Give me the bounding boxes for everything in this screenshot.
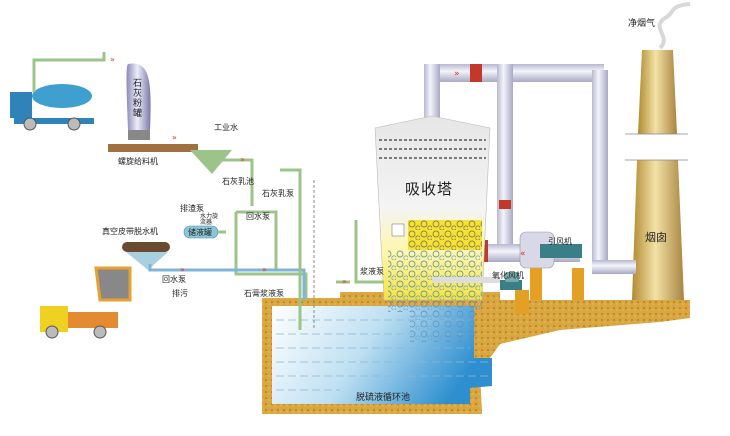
label-industrial-water: 工业水 — [214, 123, 238, 132]
label-absorber: 吸收塔 — [405, 180, 454, 198]
svg-text:«: « — [520, 249, 526, 259]
svg-text:»: » — [454, 69, 460, 79]
svg-text:»: » — [110, 55, 115, 64]
label-circulation-pool: 脱硫液循环池 — [356, 393, 411, 403]
slurry-pipes — [32, 52, 500, 330]
label-screw-feeder: 螺旋给料机 — [118, 157, 158, 166]
label-chimney: 烟囱 — [645, 231, 667, 244]
label-return-water-pump-1: 回水泵 — [246, 212, 270, 221]
label-vacuum-belt-filter: 真空皮带脱水机 — [102, 227, 158, 236]
dump-truck — [40, 266, 132, 339]
svg-text:»: » — [342, 277, 347, 286]
absorber-tower — [374, 115, 491, 342]
lime-milk-tank — [190, 150, 232, 174]
label-filtrate-tank: 储液罐 — [188, 228, 212, 237]
label-slurry-pump: 浆液泵 — [360, 267, 384, 276]
label-slag-pump: 排渣泵 — [180, 204, 204, 213]
label-lime-powder-silo: 石灰粉罐 — [131, 78, 141, 118]
label-induced-draft-fan: 引风机 — [548, 237, 572, 246]
label-clean-flue-gas: 净烟气 — [628, 19, 656, 29]
svg-text:»: » — [262, 265, 267, 274]
svg-text:»: » — [172, 133, 177, 142]
svg-text:»: » — [180, 265, 185, 274]
chimney — [625, 2, 691, 300]
flow-arrows: » » » » » » » « — [110, 55, 526, 286]
induced-draft-fan — [519, 231, 584, 300]
label-hydrocyclone: 水力旋流器 — [200, 213, 219, 226]
lime-powder-silo — [108, 63, 198, 152]
label-lime-milk-tank: 石灰乳池 — [222, 177, 254, 186]
svg-text:»: » — [240, 155, 245, 164]
label-sewage: 排污 — [172, 289, 188, 298]
label-oxidation-blower: 氧化风机 — [492, 271, 524, 280]
label-return-water-pump-2: 回水泵 — [162, 275, 186, 284]
vacuum-belt-filter — [122, 242, 170, 270]
label-gypsum-slurry-pump: 石膏浆液泵 — [244, 289, 284, 298]
oxidation-blower — [500, 272, 529, 314]
tanker-truck — [10, 84, 94, 131]
label-lime-milk-pump: 石灰乳泵 — [262, 189, 294, 198]
